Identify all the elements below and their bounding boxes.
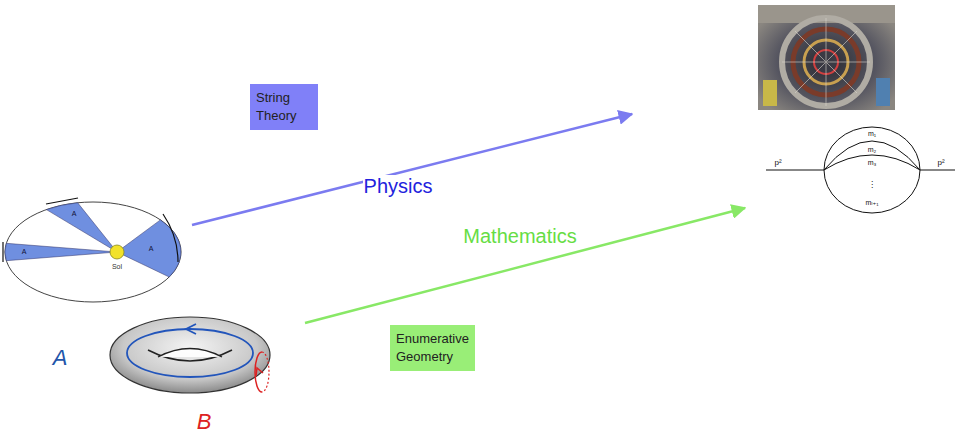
cycle-label: B <box>196 410 213 434</box>
mass-label: m₂ <box>867 146 878 154</box>
cycle-label: A <box>52 346 69 370</box>
mathematics-arrow <box>305 208 745 323</box>
area-label: A <box>21 248 28 256</box>
mass-label: m₁ <box>867 130 877 138</box>
momentum-label: p² <box>773 159 782 168</box>
momentum-label: p² <box>936 159 945 168</box>
physics-arrow <box>192 114 632 225</box>
sun-label: Sol <box>111 263 123 271</box>
field-label: Physics <box>363 175 434 197</box>
mass-label: m₃ <box>867 159 878 167</box>
topic-box: String Theory <box>250 84 318 130</box>
area-label: A <box>148 245 155 253</box>
kepler-orbit <box>3 198 181 302</box>
field-label: Mathematics <box>462 225 577 247</box>
mass-label: ⋮ <box>867 181 877 190</box>
topic-box: Enumerative Geometry <box>390 325 475 371</box>
detector-photo <box>758 5 895 110</box>
mass-label: mₗ₊₁ <box>864 199 879 207</box>
box-text: Enumerative Geometry <box>396 330 469 365</box>
area-label: A <box>71 210 78 218</box>
box-text: String Theory <box>256 89 296 124</box>
torus <box>110 317 270 393</box>
banana-diagram <box>766 127 955 213</box>
